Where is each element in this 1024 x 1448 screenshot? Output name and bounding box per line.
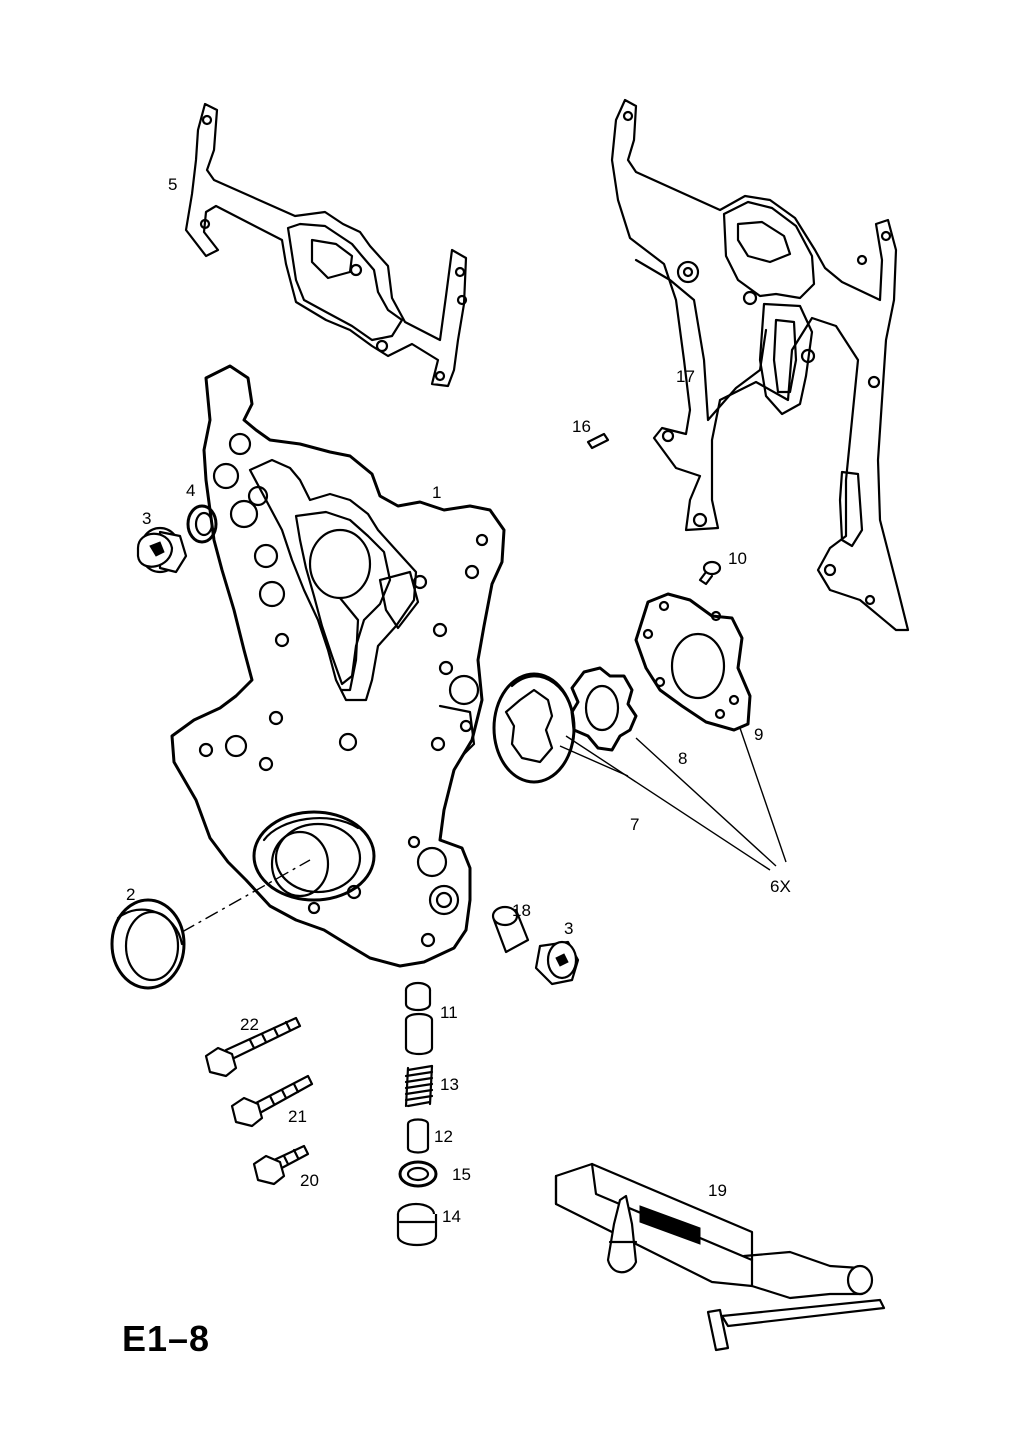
part-21-bolt (230, 1074, 314, 1128)
callout-1: 1 (432, 483, 441, 502)
callout-17: 17 (676, 367, 695, 386)
part-1-timing-cover (170, 364, 506, 968)
callout-14: 14 (442, 1207, 461, 1226)
callout-2: 2 (126, 885, 135, 904)
callout-3-left: 3 (142, 509, 151, 528)
callout-12: 12 (434, 1127, 453, 1146)
part-8-inner-rotor (570, 666, 638, 752)
part-5-gasket (184, 102, 468, 388)
part-17-gasket (610, 98, 910, 632)
part-16-pin (586, 432, 610, 450)
part-18-sleeve (491, 905, 530, 954)
callout-20: 20 (300, 1171, 319, 1190)
part-3-plug-right (534, 940, 580, 986)
callout-4: 4 (186, 481, 195, 500)
callout-10: 10 (728, 549, 747, 568)
part-14-plug (396, 1202, 438, 1247)
callout-13: 13 (440, 1075, 459, 1094)
page-code: E1–8 (122, 1318, 211, 1359)
part-22-bolt (204, 1016, 302, 1078)
callout-21: 21 (288, 1107, 307, 1126)
part-10-screw (698, 560, 722, 586)
part-7-outer-rotor (492, 672, 576, 784)
part-3-plug-left (136, 526, 188, 574)
assembly-axis-line (181, 859, 311, 933)
callout-labels: 1 2 3 3 4 5 6X 7 8 9 10 11 12 13 14 15 1… (126, 175, 791, 1226)
callout-18: 18 (512, 901, 531, 920)
callout-6x: 6X (770, 877, 791, 896)
part-13-spring (404, 1064, 434, 1108)
callout-7: 7 (630, 815, 639, 834)
callout-22: 22 (240, 1015, 259, 1034)
leader-lines (559, 727, 787, 871)
part-15-washer (398, 1160, 438, 1188)
part-20-bolt (252, 1144, 310, 1186)
part-2-seal (110, 898, 186, 990)
callout-15: 15 (452, 1165, 471, 1184)
callout-9: 9 (754, 725, 763, 744)
part-12-piston (406, 1118, 430, 1154)
part-4-ring (186, 504, 218, 544)
callout-3-right: 3 (564, 919, 573, 938)
part-19-sealant-kit (554, 1162, 886, 1352)
part-11-valve (404, 981, 434, 1056)
callout-16: 16 (572, 417, 591, 436)
callout-19: 19 (708, 1181, 727, 1200)
callout-8: 8 (678, 749, 687, 768)
callout-11: 11 (440, 1003, 458, 1022)
part-9-pump-cover-plate (634, 592, 752, 732)
callout-5: 5 (168, 175, 177, 194)
